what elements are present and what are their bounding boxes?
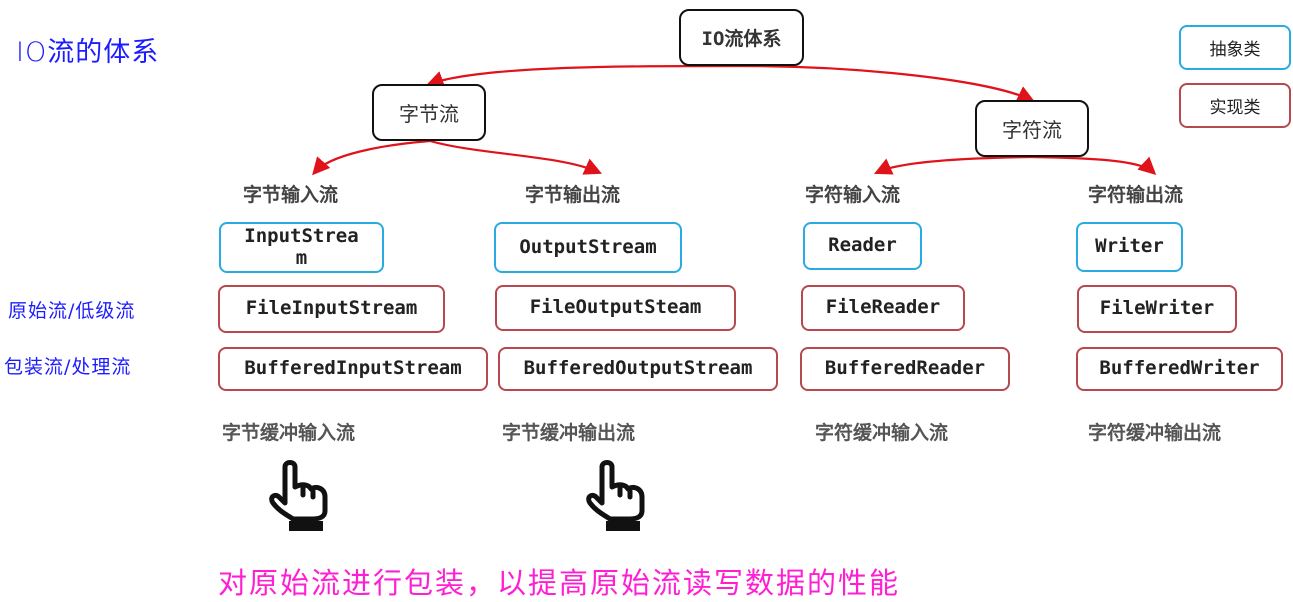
label-char-buffered-output: 字符缓冲输出流 (1088, 422, 1222, 444)
category-char-output: 字符输出流 (1088, 184, 1184, 206)
class-bufferedwriter: BufferedWriter (1076, 347, 1283, 391)
class-reader: Reader (803, 222, 922, 270)
arrow-root-to-byte (425, 64, 742, 88)
note-text: 对原始流进行包装，以提高原始流读写数据的性能 (218, 566, 901, 600)
arrow-byte-to-output (429, 139, 603, 175)
label-byte-buffered-output: 字节缓冲输出流 (502, 422, 636, 444)
side-label-raw: 原始流/低级流 (8, 300, 136, 322)
label-byte-buffered-input: 字节缓冲输入流 (222, 422, 356, 444)
arrow-root-to-char (740, 64, 1035, 103)
class-fileoutputsteam: FileOutputSteam (495, 285, 736, 331)
class-inputstream: InputStrea m (219, 222, 384, 273)
arrow-char-to-output (1030, 155, 1157, 175)
category-char-input: 字符输入流 (805, 184, 901, 206)
category-byte-input: 字节输入流 (243, 184, 339, 206)
arrow-char-to-input (873, 155, 1032, 175)
char-stream-node: 字符流 (975, 100, 1089, 157)
class-bufferedreader: BufferedReader (800, 347, 1010, 391)
class-filereader: FileReader (801, 285, 965, 331)
class-outputstream: OutputStream (494, 222, 682, 273)
class-bufferedoutputstream: BufferedOutputStream (498, 347, 778, 391)
legend-impl: 实现类 (1179, 83, 1291, 128)
label-char-buffered-input: 字符缓冲输入流 (815, 422, 949, 444)
class-filewriter: FileWriter (1077, 285, 1237, 333)
arrow-byte-to-input (312, 139, 431, 176)
root-node: IO流体系 (679, 9, 804, 66)
pointing-hand-icon (269, 460, 328, 531)
class-writer: Writer (1076, 222, 1183, 272)
category-byte-output: 字节输出流 (525, 184, 621, 206)
class-bufferedinputstream: BufferedInputStream (218, 347, 488, 391)
diagram-title: IO流的体系 (16, 37, 160, 68)
side-label-wrapper: 包装流/处理流 (4, 356, 132, 378)
pointing-hand-icon (586, 460, 645, 531)
legend-abstract: 抽象类 (1179, 25, 1291, 70)
class-fileinputstream: FileInputStream (218, 285, 445, 333)
byte-stream-node: 字节流 (372, 84, 486, 141)
